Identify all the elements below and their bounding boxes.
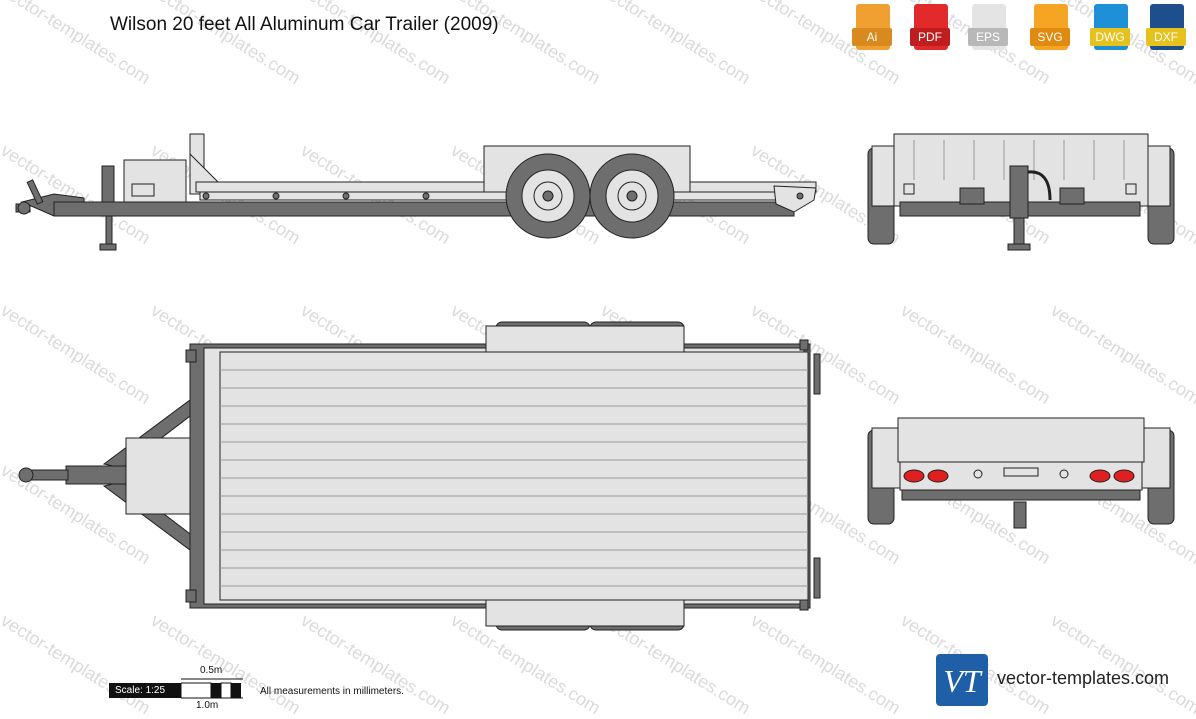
scale-half-meter-label: 0.5m: [200, 665, 223, 676]
download-pdf-button[interactable]: PDF: [910, 4, 950, 52]
measurement-note: All measurements in millimeters.: [260, 686, 404, 697]
download-dxf-button[interactable]: DXF: [1146, 4, 1186, 52]
scale-bar: [181, 678, 243, 699]
scale-one-meter-label: 1.0m: [196, 700, 219, 711]
watermark-text: vector-templates.com: [597, 0, 754, 89]
download-eps-button[interactable]: EPS: [968, 4, 1008, 52]
trailer-front-view: [867, 133, 1175, 251]
brand-site-link[interactable]: vector-templates.com: [997, 668, 1170, 688]
watermark-text: vector-templates.com: [897, 300, 1054, 409]
trailer-rear-view: [867, 417, 1175, 529]
download-ai-button[interactable]: Ai: [852, 4, 892, 52]
format-download-bar: Ai PDF EPS SVG DWG DXF: [852, 4, 1192, 54]
download-dwg-button[interactable]: DWG: [1090, 4, 1130, 52]
vt-logo-icon[interactable]: VT: [936, 654, 988, 706]
page-title: Wilson 20 feet All Aluminum Car Trailer …: [110, 14, 499, 35]
trailer-side-view: [15, 133, 817, 251]
download-svg-button[interactable]: SVG: [1030, 4, 1070, 52]
svg-text:VT: VT: [943, 663, 983, 699]
scale-label: Scale: 1:25: [109, 683, 181, 698]
watermark-text: vector-templates.com: [1047, 610, 1196, 719]
watermark-text: vector-templates.com: [1047, 300, 1196, 409]
trailer-top-view: [18, 321, 821, 631]
